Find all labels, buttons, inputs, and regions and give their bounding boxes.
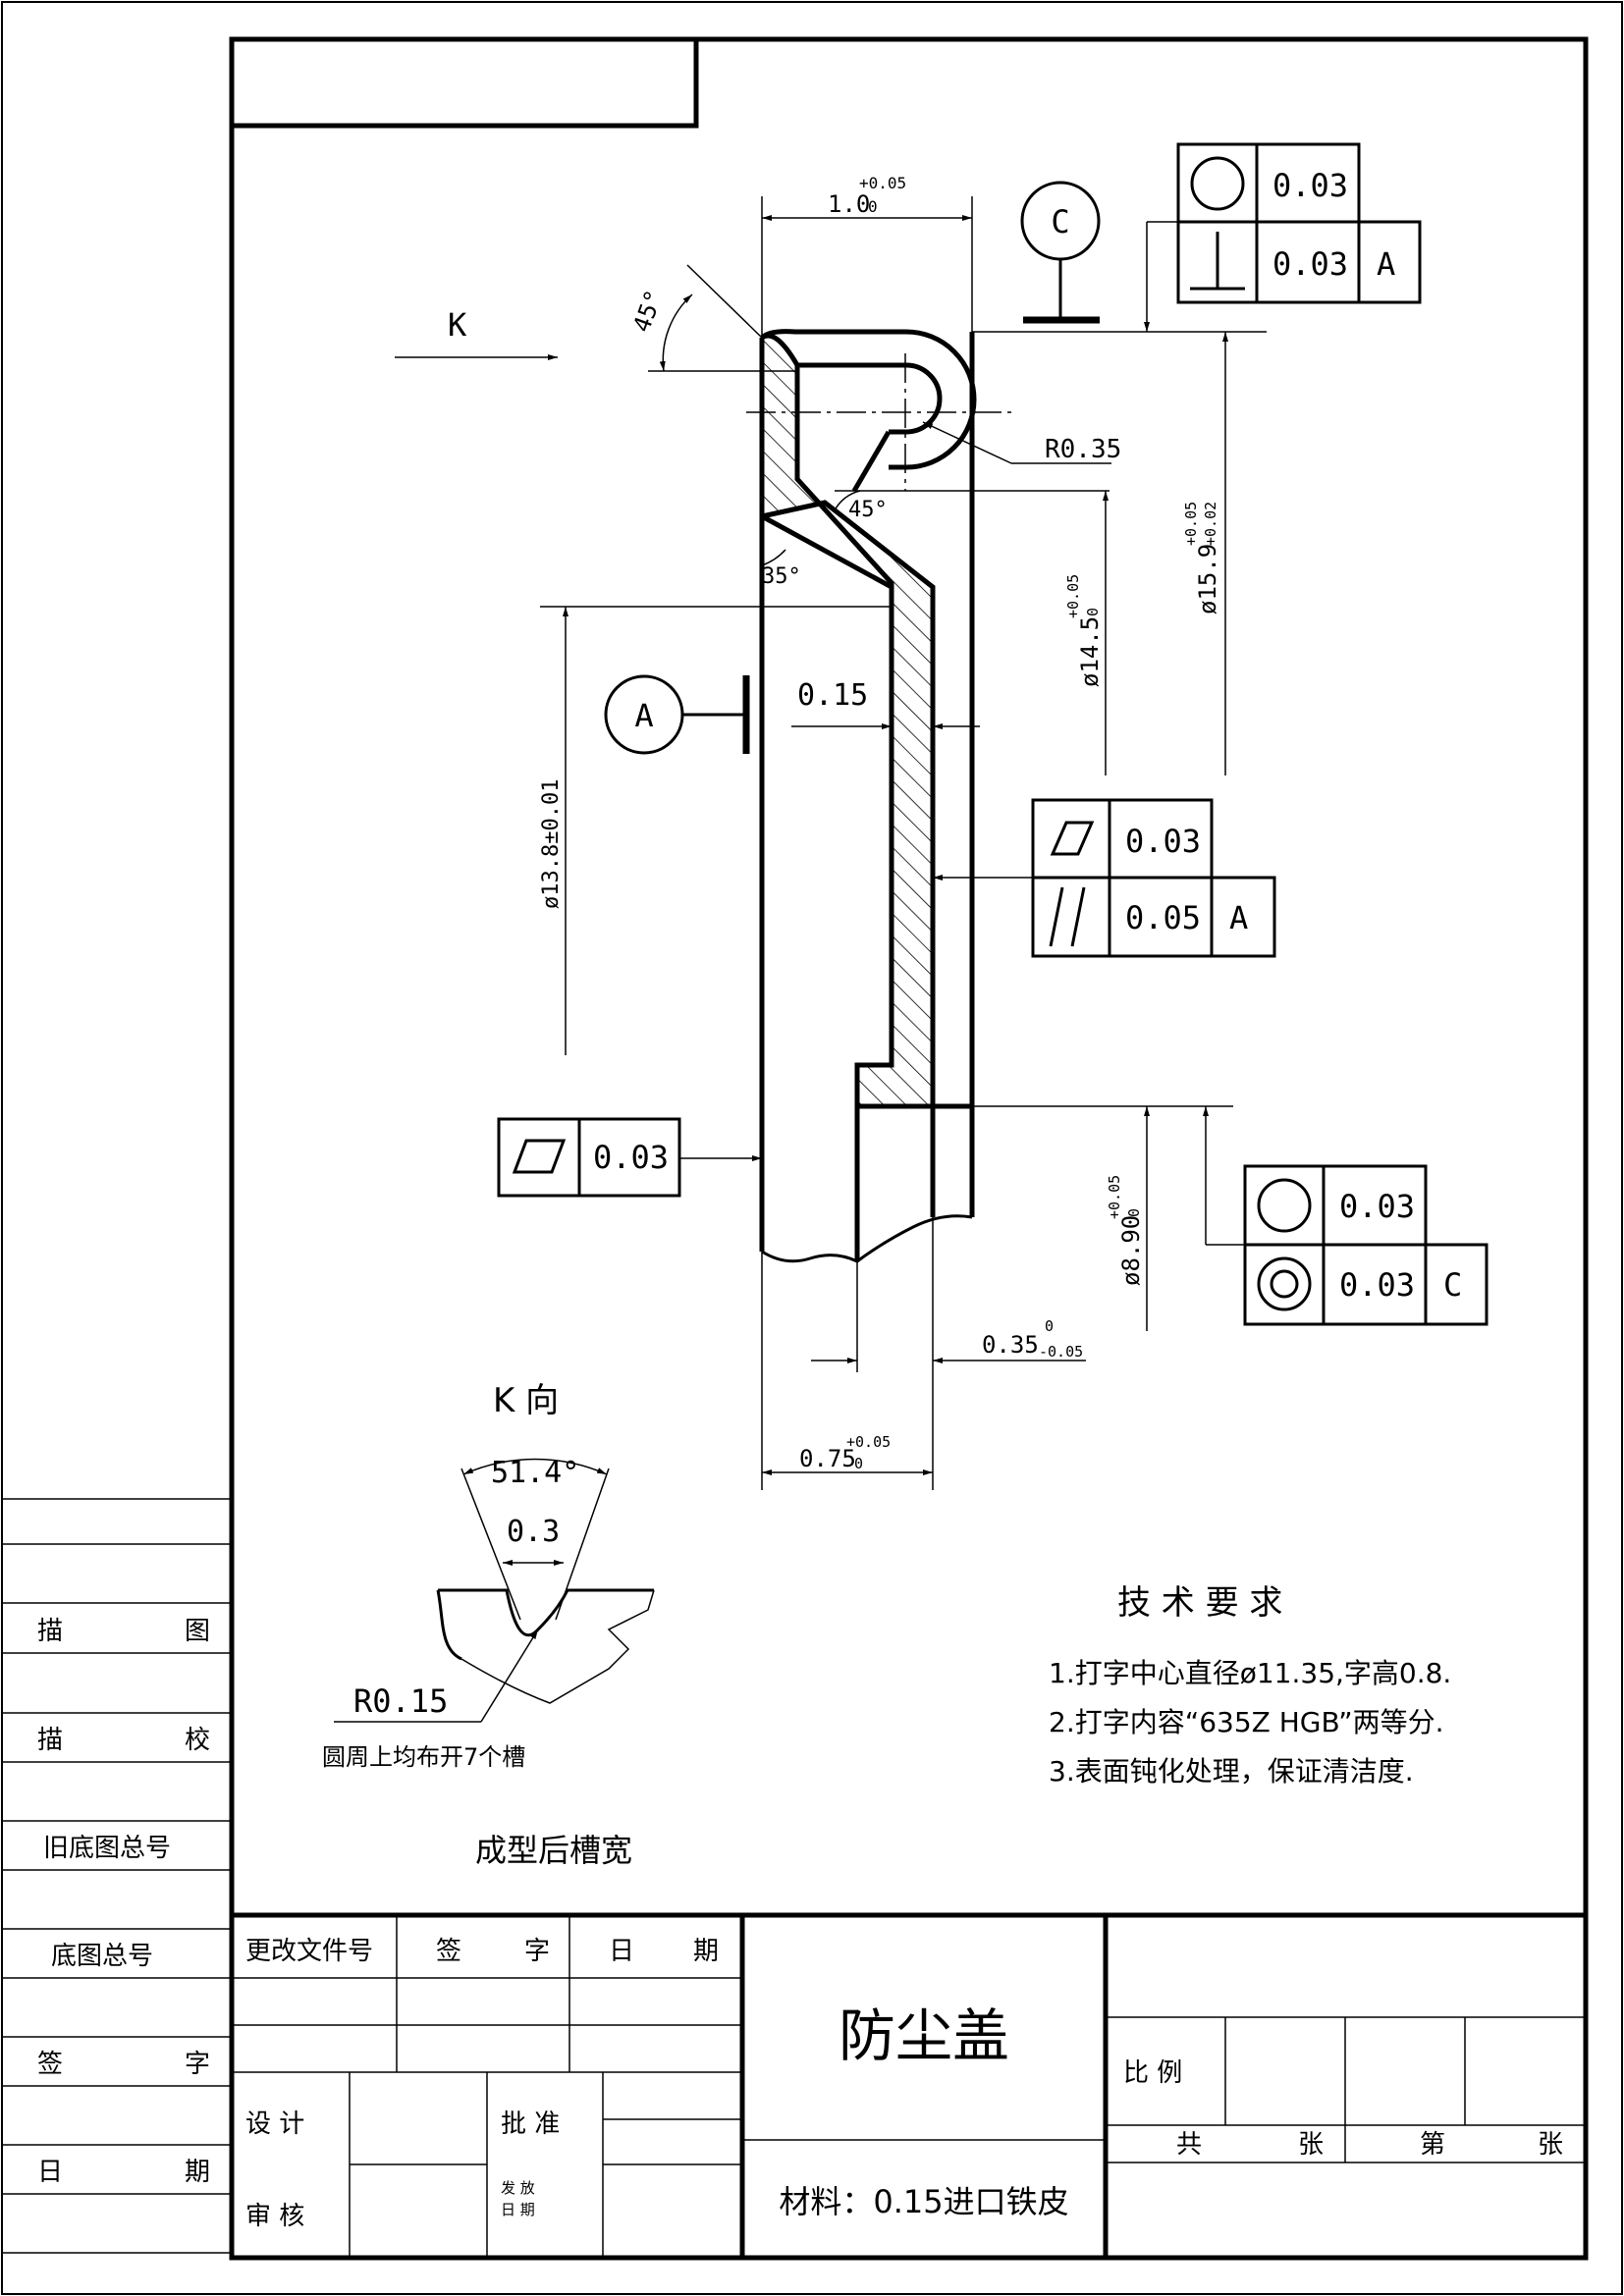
- dim-width-bottom-tol-lower: 0: [854, 1455, 863, 1472]
- part-name: 防尘盖: [839, 2002, 1009, 2069]
- dim-thickness: 0.15: [797, 678, 868, 713]
- tech-req-heading: 技 术 要 求: [1117, 1583, 1282, 1623]
- dim-dia-14-5-tol-lower: 0: [1084, 608, 1102, 616]
- view-k-slot-width: 0.3: [507, 1515, 560, 1549]
- tech-req-item: 1.打字中心直径ø11.35,字高0.8.: [1049, 1657, 1451, 1689]
- datum-a-label: A: [634, 697, 653, 734]
- fcf-mid: 0.03 0.05 A: [933, 798, 1276, 958]
- dim-width-bottom: 0.75: [799, 1445, 856, 1472]
- side-sign-label: 签: [37, 2050, 63, 2079]
- part-section: [746, 329, 1011, 1263]
- fcf-mid-parallel-datum: A: [1229, 899, 1248, 936]
- date-header-2: 期: [693, 1937, 719, 1966]
- dim-dia-15-9-tol-upper: +0.05: [1182, 502, 1200, 546]
- flatness-icon: [512, 1139, 567, 1174]
- side-trace-label-2: 图: [185, 1617, 210, 1646]
- issue-date-label-2: 日 期: [501, 2201, 535, 2218]
- top-left-box: [229, 36, 699, 129]
- dim-step-tol-lower: -0.05: [1039, 1343, 1083, 1361]
- dim-angle-35: 35°: [762, 564, 801, 589]
- dim-dia-13-8: ø13.8±0.01: [539, 779, 564, 909]
- dim-dia-8-9: ø8.90: [1117, 1215, 1145, 1286]
- fcf-mid-flatness-value: 0.03: [1125, 823, 1201, 860]
- tech-req-item: 3.表面钝化处理，保证清洁度.: [1049, 1755, 1414, 1788]
- side-trace-check-label: 描: [37, 1726, 63, 1755]
- sheets-label-2: 张: [1538, 2130, 1563, 2160]
- design-label: 设 计: [245, 2109, 304, 2139]
- view-k-caption: 成型后槽宽: [475, 1832, 632, 1869]
- parallel-icon: [1049, 886, 1086, 947]
- fcf-mid-parallel-value: 0.05: [1125, 899, 1201, 936]
- fcf-top-perp-value: 0.03: [1272, 245, 1348, 283]
- datum-c: C: [1020, 181, 1101, 324]
- dim-width-bottom-tol-upper: +0.05: [846, 1433, 891, 1451]
- dim-dia-15-9-tol-lower: +0.02: [1202, 502, 1219, 546]
- side-trace-label: 描: [37, 1617, 63, 1646]
- perpendicular-icon: [1190, 232, 1245, 291]
- technical-requirements: 技 术 要 求 1.打字中心直径ø11.35,字高0.8. 2.打字内容“635…: [1049, 1583, 1451, 1788]
- dim-radius: R0.35: [1045, 435, 1121, 464]
- fcf-top: 0.03 0.03 A: [1144, 142, 1422, 332]
- dim-width-top-tol-upper: +0.05: [859, 174, 906, 192]
- date-header: 日: [609, 1937, 634, 1966]
- side-date-label-2: 期: [185, 2158, 210, 2187]
- side-date-label: 日: [37, 2158, 63, 2187]
- dim-angle-45-top: 45°: [627, 287, 668, 336]
- material: 材料：0.15进口铁皮: [779, 2183, 1068, 2220]
- side-block: 描 图 描 校 旧底图总号 底图总号 签 字 日 期: [2, 1498, 232, 2254]
- view-k-note: 圆周上均布开7个槽: [322, 1743, 525, 1771]
- approve-label: 批 准: [501, 2109, 560, 2139]
- dim-dia-14-5-tol-upper: +0.05: [1064, 574, 1082, 618]
- datum-a: A: [604, 674, 750, 755]
- fcf-top-roundness-value: 0.03: [1272, 167, 1348, 204]
- fcf-top-perp-datum: A: [1377, 245, 1395, 283]
- dim-step: 0.35: [982, 1331, 1039, 1359]
- datum-c-label: C: [1051, 203, 1069, 240]
- review-label: 审 核: [245, 2202, 304, 2231]
- side-base-no-label: 底图总号: [51, 1942, 153, 1971]
- issue-date-label-1: 发 放: [501, 2179, 535, 2197]
- dim-dia-8-9-tol-upper: +0.05: [1106, 1175, 1123, 1219]
- view-k-title: K 向: [493, 1381, 559, 1420]
- roundness-icon: [1257, 1178, 1312, 1233]
- flatness-icon: [1050, 821, 1095, 856]
- change-doc-no-header: 更改文件号: [245, 1937, 373, 1966]
- fcf-left: 0.03: [497, 1117, 762, 1198]
- view-k-arrow-label: K: [448, 306, 467, 344]
- total-label: 共: [1176, 2130, 1202, 2160]
- dimensions: 1.0 +0.05 0 45° R0.35 45° 35° ø15.9 +0.0…: [395, 174, 1267, 1490]
- side-trace-check-label-2: 校: [185, 1726, 210, 1755]
- view-k-detail: K 向 51.4° 0.3 R0.15 圆周上均布开7个槽 成型后槽宽: [322, 1381, 655, 1869]
- dim-dia-14-5: ø14.5: [1076, 616, 1104, 687]
- view-k-radius: R0.15: [353, 1682, 448, 1720]
- side-sign-label-2: 字: [185, 2050, 210, 2079]
- fcf-left-flatness-value: 0.03: [593, 1139, 669, 1176]
- view-k-angle: 51.4°: [491, 1456, 579, 1490]
- dim-dia-15-9: ø15.9: [1194, 544, 1221, 614]
- fcf-bottom-concentric-datum: C: [1443, 1266, 1462, 1304]
- dim-step-tol-upper: 0: [1045, 1317, 1054, 1335]
- tech-req-item: 2.打字内容“635Z HGB”两等分.: [1049, 1706, 1444, 1738]
- signature-header: 签: [436, 1937, 461, 1966]
- dim-width-top-tol-lower: 0: [868, 197, 878, 216]
- sheet-no-label: 第: [1420, 2130, 1445, 2160]
- fcf-bottom: 0.03 0.03 C: [1203, 1106, 1489, 1326]
- dim-width-top: 1.0: [828, 190, 870, 218]
- dim-dia-8-9-tol-lower: 0: [1125, 1208, 1143, 1217]
- signature-header-2: 字: [524, 1937, 550, 1966]
- title-block: 更改文件号 签 字 日 期 设 计 审 核 批 准 发 放 日 期 防尘盖 材料…: [232, 1912, 1586, 2258]
- concentricity-icon: [1257, 1256, 1312, 1311]
- dim-angle-45-inner: 45°: [848, 498, 888, 522]
- side-old-base-no-label: 旧底图总号: [43, 1834, 171, 1863]
- roundness-icon: [1190, 156, 1245, 211]
- drawing-frame: [229, 36, 1589, 2261]
- fcf-bottom-roundness-value: 0.03: [1339, 1188, 1415, 1225]
- scale-label: 比 例: [1123, 2058, 1182, 2088]
- sheets-label-1: 张: [1298, 2130, 1324, 2160]
- fcf-bottom-concentric-value: 0.03: [1339, 1266, 1415, 1304]
